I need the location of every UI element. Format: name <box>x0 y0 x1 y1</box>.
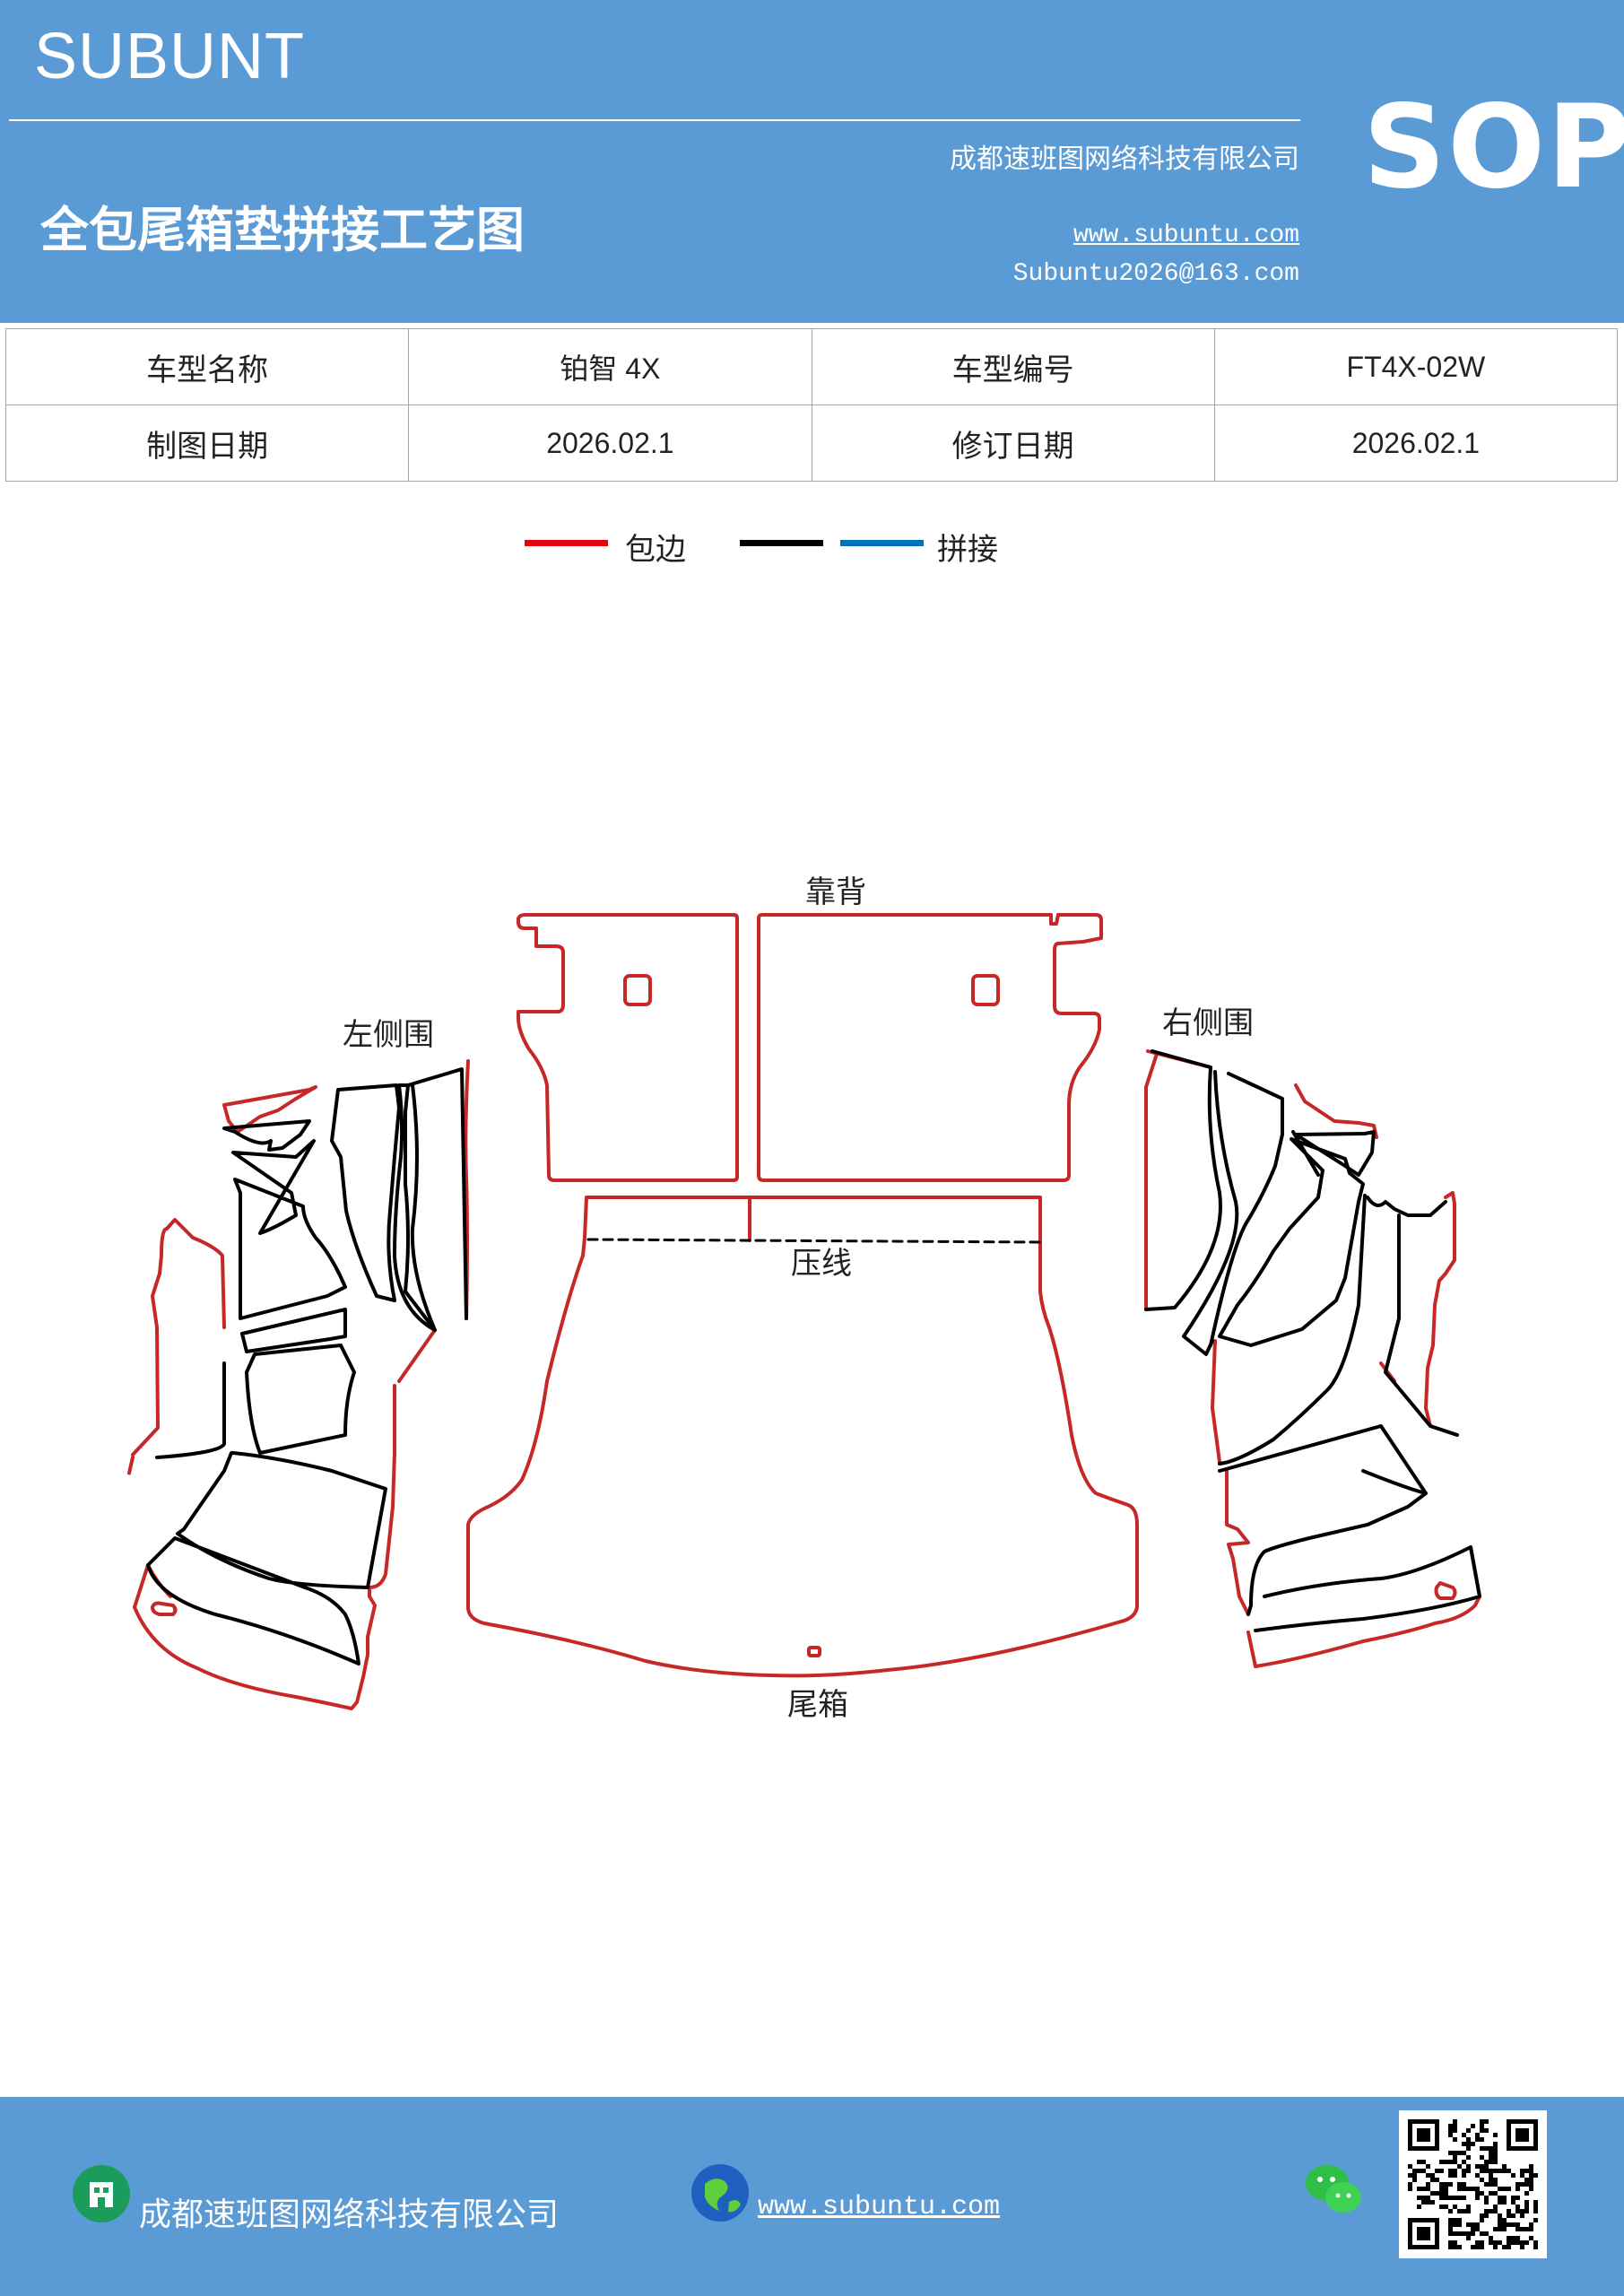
label-backrest: 靠背 <box>805 874 866 910</box>
building-icon <box>73 2165 130 2222</box>
label-trunk: 尾箱 <box>787 1687 848 1723</box>
header-divider <box>9 119 1300 121</box>
table-cell-value: FT4X-02W <box>1213 328 1619 405</box>
legend-swatch-red <box>525 540 608 546</box>
backrest-right-panel <box>757 913 1103 1182</box>
legend: 包边 拼接 <box>0 525 1624 570</box>
header-banner: SUBUNT 全包尾箱垫拼接工艺图 成都速班图网络科技有限公司 www.subu… <box>0 0 1624 323</box>
legend-label-seam: 拼接 <box>937 532 998 568</box>
footer-website-link[interactable]: www.subuntu.com <box>758 2192 1001 2222</box>
header-company-name: 成都速班图网络科技有限公司 <box>950 144 1299 175</box>
table-cell-label: 制图日期 <box>4 404 410 482</box>
table-cell-label: 修订日期 <box>811 404 1215 482</box>
wechat-icon[interactable] <box>1302 2160 1367 2219</box>
table-row: 车型名称 铂智 4X 车型编号 FT4X-02W <box>4 328 1619 405</box>
table-cell-value: 2026.02.1 <box>1213 404 1619 482</box>
qr-code-pattern <box>1408 2119 1538 2249</box>
legend-swatch-blue <box>840 540 924 546</box>
globe-icon <box>691 2164 749 2222</box>
left-side-seam <box>146 1067 468 1665</box>
trunk-floor-panel <box>466 1196 1139 1678</box>
document-title: 全包尾箱垫拼接工艺图 <box>40 202 525 258</box>
header-website-link[interactable]: www.subuntu.com <box>1073 222 1299 249</box>
table-cell-value: 2026.02.1 <box>408 404 812 482</box>
vehicle-info-table: 车型名称 铂智 4X 车型编号 FT4X-02W 制图日期 2026.02.1 … <box>4 328 1619 482</box>
backrest-right-cutout <box>971 974 1000 1006</box>
brand-logo-text: SUBUNT <box>34 21 306 92</box>
backrest-left-panel <box>517 913 739 1182</box>
qr-code[interactable] <box>1399 2110 1547 2258</box>
right-side-seam <box>1144 1049 1481 1632</box>
table-cell-label: 车型编号 <box>811 328 1215 405</box>
label-left-side: 左侧围 <box>343 1017 434 1053</box>
legend-label-edge: 包边 <box>625 532 686 568</box>
table-cell-value: 铂智 4X <box>408 328 812 405</box>
label-press-line: 压线 <box>791 1246 852 1282</box>
left-side-outer-edge <box>127 1059 470 1710</box>
table-row: 制图日期 2026.02.1 修订日期 2026.02.1 <box>4 404 1619 482</box>
table-cell-label: 车型名称 <box>4 328 410 405</box>
legend-swatch-black <box>740 540 823 546</box>
backrest-left-cutout <box>623 974 652 1006</box>
footer-banner: 成都速班图网络科技有限公司 www.subuntu.com <box>0 2097 1624 2296</box>
footer-company-name: 成都速班图网络科技有限公司 <box>139 2196 560 2233</box>
trunk-floor-notch <box>807 1646 821 1657</box>
label-right-side: 右侧围 <box>1162 1005 1254 1041</box>
sop-badge: SOP <box>1363 81 1624 214</box>
header-email[interactable]: Subuntu2026@163.com <box>1012 260 1299 288</box>
press-line-dashed <box>586 1238 1042 1244</box>
